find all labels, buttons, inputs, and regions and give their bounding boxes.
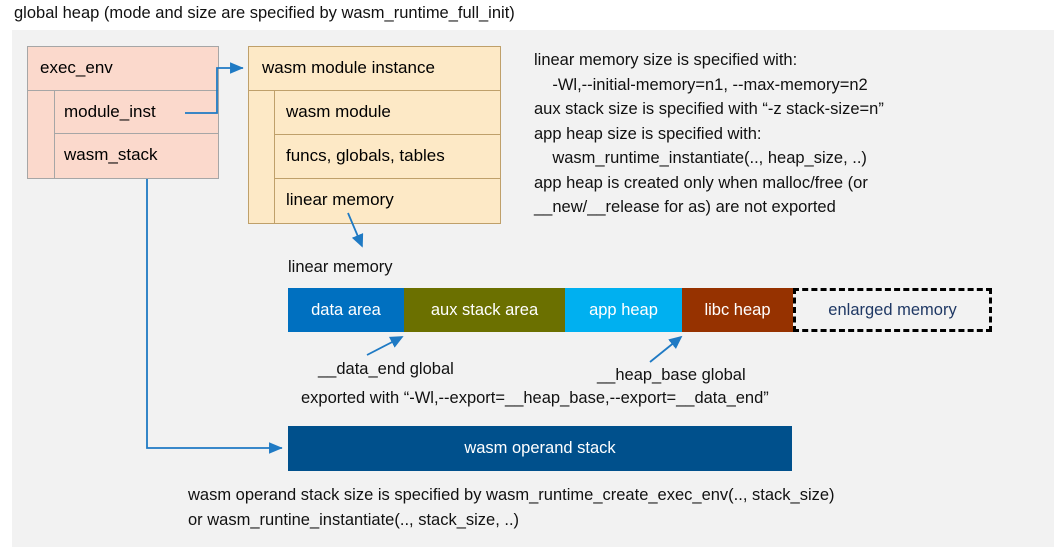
linear-memory-notes: linear memory size is specified with: -W… [534, 51, 884, 216]
exported-annotation: exported with “-Wl,--export=__heap_base,… [301, 389, 769, 407]
memory-segment-enlarged-memory: enlarged memory [793, 288, 992, 332]
operand-stack-note: wasm operand stack size is specified by … [188, 486, 835, 529]
wasm-module-instance-box: wasm module instance wasm module funcs, … [248, 46, 501, 224]
wasm-module-instance-row-funcs-globals-tables: funcs, globals, tables [275, 135, 500, 179]
data-end-annotation: __data_end global [318, 360, 454, 378]
wasm-module-instance-row-linear-memory: linear memory [275, 179, 500, 223]
exec-env-row-module-inst: module_inst [55, 91, 218, 134]
exec-env-header: exec_env [28, 47, 218, 91]
exec-env-box: exec_env module_inst wasm_stack [27, 46, 219, 179]
memory-segment-label: app heap [589, 300, 658, 319]
memory-segment-label: data area [311, 300, 381, 319]
wasm-module-instance-row-label: wasm module [286, 102, 391, 121]
page-title: global heap (mode and size are specified… [14, 4, 515, 22]
exec-env-row-label: module_inst [64, 102, 156, 121]
memory-segment-app-heap: app heap [565, 288, 682, 332]
wasm-operand-stack-box: wasm operand stack [288, 426, 792, 471]
exec-env-row-label: wasm_stack [64, 145, 158, 164]
memory-segment-label: enlarged memory [828, 300, 957, 319]
wasm-module-instance-row-label: funcs, globals, tables [286, 146, 445, 165]
memory-segment-aux-stack-area: aux stack area [404, 288, 565, 332]
exec-env-header-label: exec_env [40, 58, 113, 77]
wasm-module-instance-row-wasm-module: wasm module [275, 91, 500, 135]
exec-env-row-wasm-stack: wasm_stack [55, 134, 218, 177]
wasm-operand-stack-label: wasm operand stack [464, 439, 616, 457]
wasm-module-instance-row-label: linear memory [286, 190, 394, 209]
memory-segment-libc-heap: libc heap [682, 288, 793, 332]
exec-env-gutter [28, 91, 55, 178]
heap-base-annotation: __heap_base global [597, 366, 746, 384]
linear-memory-caption: linear memory [288, 258, 393, 276]
memory-segment-data-area: data area [288, 288, 404, 332]
memory-segment-label: libc heap [704, 300, 771, 319]
wasm-module-instance-gutter [249, 91, 275, 223]
wasm-module-instance-header-label: wasm module instance [262, 58, 435, 77]
wasm-module-instance-header: wasm module instance [249, 47, 500, 91]
linear-memory-strip: data area aux stack area app heap libc heap… [288, 288, 992, 332]
memory-segment-label: aux stack area [430, 300, 539, 319]
